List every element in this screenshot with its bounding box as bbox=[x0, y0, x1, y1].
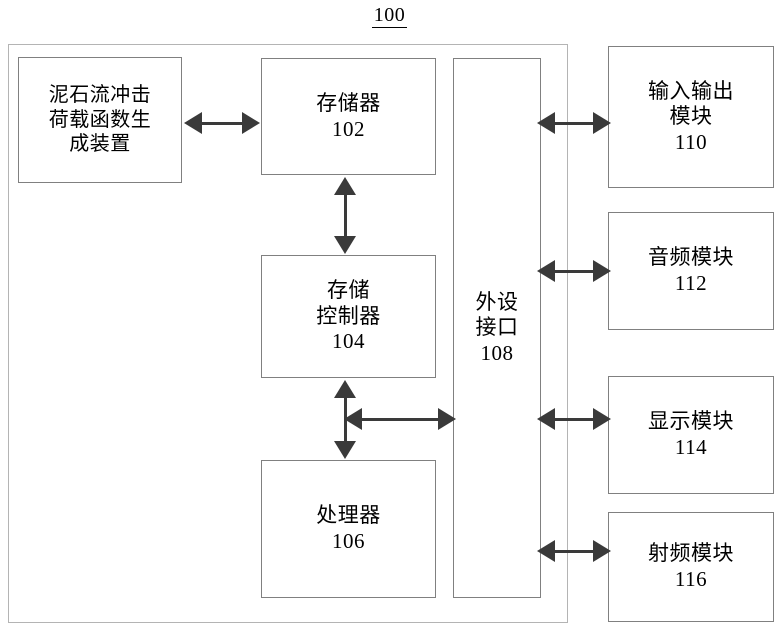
block-label: 显示模块 bbox=[648, 409, 734, 434]
arrow-head-down-icon bbox=[334, 441, 356, 459]
system-boundary bbox=[8, 44, 568, 623]
arrow-shaft bbox=[343, 190, 347, 241]
connector-peripheral-io-double-arrow-icon bbox=[537, 111, 611, 135]
arrow-head-right-icon bbox=[242, 112, 260, 134]
block-ref-number: 102 bbox=[332, 116, 365, 141]
arrow-head-left-icon bbox=[184, 112, 202, 134]
block-label: 射频模块 bbox=[648, 541, 734, 566]
arrow-head-left-icon bbox=[537, 408, 555, 430]
figure-number: 100 bbox=[0, 4, 779, 28]
block-memory-controller[interactable]: 存储 控制器 104 bbox=[261, 255, 436, 378]
block-label: 存储 控制器 bbox=[316, 278, 381, 328]
block-label: 处理器 bbox=[316, 503, 381, 528]
arrow-head-left-icon bbox=[537, 260, 555, 282]
arrow-shaft bbox=[550, 549, 598, 553]
connector-peripheral-audio-double-arrow-icon bbox=[537, 259, 611, 283]
arrow-shaft bbox=[550, 121, 598, 125]
arrow-head-up-icon bbox=[334, 380, 356, 398]
arrow-head-right-icon bbox=[593, 408, 611, 430]
block-memory[interactable]: 存储器 102 bbox=[261, 58, 436, 175]
arrow-head-right-icon bbox=[593, 260, 611, 282]
block-label: 泥石流冲击 荷载函数生 成装置 bbox=[48, 84, 152, 156]
arrow-head-right-icon bbox=[593, 112, 611, 134]
block-label: 输入输出 模块 bbox=[648, 78, 734, 129]
arrow-head-up-icon bbox=[334, 177, 356, 195]
block-processor[interactable]: 处理器 106 bbox=[261, 460, 436, 598]
connector-peripheral-display-double-arrow-icon bbox=[537, 407, 611, 431]
connector-memory-controller-double-arrow-icon bbox=[333, 177, 357, 254]
block-ref-number: 106 bbox=[332, 529, 365, 553]
connector-generator-memory-double-arrow-icon bbox=[184, 111, 260, 135]
block-debris-flow-generator[interactable]: 泥石流冲击 荷载函数生 成装置 bbox=[18, 57, 182, 183]
arrow-head-down-icon bbox=[334, 236, 356, 254]
arrow-head-right-icon bbox=[593, 540, 611, 562]
connector-peripheral-rf-double-arrow-icon bbox=[537, 539, 611, 563]
arrow-head-right-icon bbox=[438, 408, 456, 430]
arrow-head-left-icon bbox=[537, 112, 555, 134]
block-label: 外设 接口 bbox=[475, 289, 519, 340]
arrow-shaft bbox=[550, 417, 598, 421]
block-ref-number: 114 bbox=[674, 435, 708, 459]
arrow-shaft bbox=[550, 269, 598, 273]
figure-number-text: 100 bbox=[371, 4, 408, 28]
block-label: 存储器 bbox=[316, 90, 381, 115]
block-io-module[interactable]: 输入输出 模块 110 bbox=[608, 46, 774, 188]
block-ref-number: 110 bbox=[674, 129, 708, 154]
connector-bus-peripheral-double-arrow-icon bbox=[344, 407, 456, 431]
block-audio-module[interactable]: 音频模块 112 bbox=[608, 212, 774, 330]
arrow-head-left-icon bbox=[537, 540, 555, 562]
arrow-shaft bbox=[197, 121, 247, 125]
block-ref-number: 104 bbox=[332, 329, 365, 354]
block-ref-number: 116 bbox=[674, 567, 708, 591]
block-ref-number: 108 bbox=[480, 340, 514, 365]
block-peripheral-interface[interactable]: 外设 接口 108 bbox=[453, 58, 541, 598]
block-rf-module[interactable]: 射频模块 116 bbox=[608, 512, 774, 622]
arrow-shaft bbox=[357, 417, 443, 421]
block-display-module[interactable]: 显示模块 114 bbox=[608, 376, 774, 494]
arrow-head-left-icon bbox=[344, 408, 362, 430]
block-label: 音频模块 bbox=[648, 245, 734, 270]
block-ref-number: 112 bbox=[674, 271, 708, 295]
